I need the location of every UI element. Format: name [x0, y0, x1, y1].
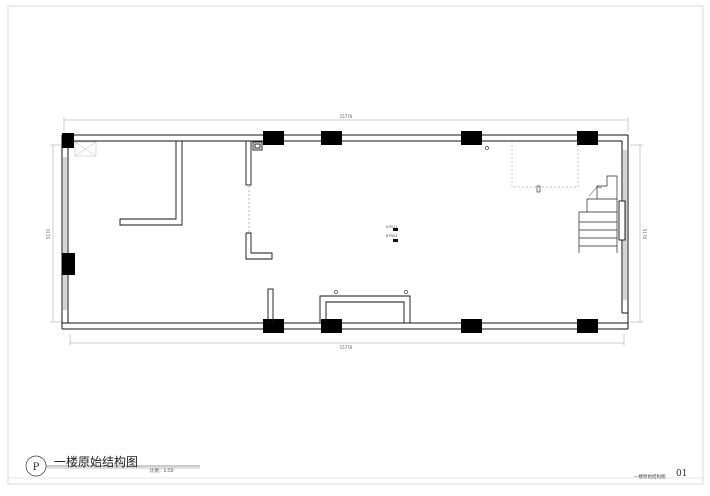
- sheet-name: 一楼原始结构图: [634, 475, 666, 480]
- column: [62, 253, 75, 275]
- column: [461, 319, 482, 333]
- dimension-right-label: 5170: [642, 229, 647, 240]
- column: [263, 319, 284, 333]
- sheet-number: 01: [676, 469, 688, 479]
- dimension-bottom-label: 15770: [340, 345, 353, 350]
- structural-columns: [62, 131, 598, 333]
- stair-handrail: [618, 200, 626, 241]
- staircase: [578, 175, 618, 253]
- sheet-border: [7, 5, 704, 485]
- exterior-walls: [61, 134, 629, 330]
- void-box: [74, 141, 97, 157]
- fixture-marker: [536, 185, 541, 193]
- dimension-top: [63, 117, 629, 131]
- annotation-point-2: [393, 239, 398, 242]
- fixture-marker: [404, 290, 408, 294]
- dimension-right: [630, 144, 643, 323]
- annotation-point-1-label: A PS11: [386, 225, 397, 229]
- column: [263, 131, 284, 145]
- fixture-marker: [485, 146, 489, 150]
- drawing-scale: 比例：1:50: [150, 469, 174, 474]
- column: [321, 319, 342, 333]
- fixture-marker: [334, 290, 338, 294]
- column: [461, 131, 482, 145]
- annotation-point-1: [393, 228, 398, 231]
- dimension-top-label: 15770: [340, 114, 353, 119]
- drawing-title: 一楼原始结构图: [54, 455, 139, 469]
- drawing-symbol-letter: P: [33, 462, 40, 473]
- dimension-left: [50, 144, 62, 323]
- annotation-point-2-label: B PS04: [386, 234, 397, 238]
- interior-walls: [119, 140, 411, 324]
- column: [321, 131, 342, 145]
- left-window: [63, 157, 67, 310]
- dimension-left-label: 5170: [46, 228, 51, 239]
- dimension-bottom: [69, 334, 625, 346]
- column: [577, 319, 598, 333]
- column: [62, 133, 74, 148]
- column: [577, 131, 598, 145]
- dashed-zone: [511, 141, 579, 188]
